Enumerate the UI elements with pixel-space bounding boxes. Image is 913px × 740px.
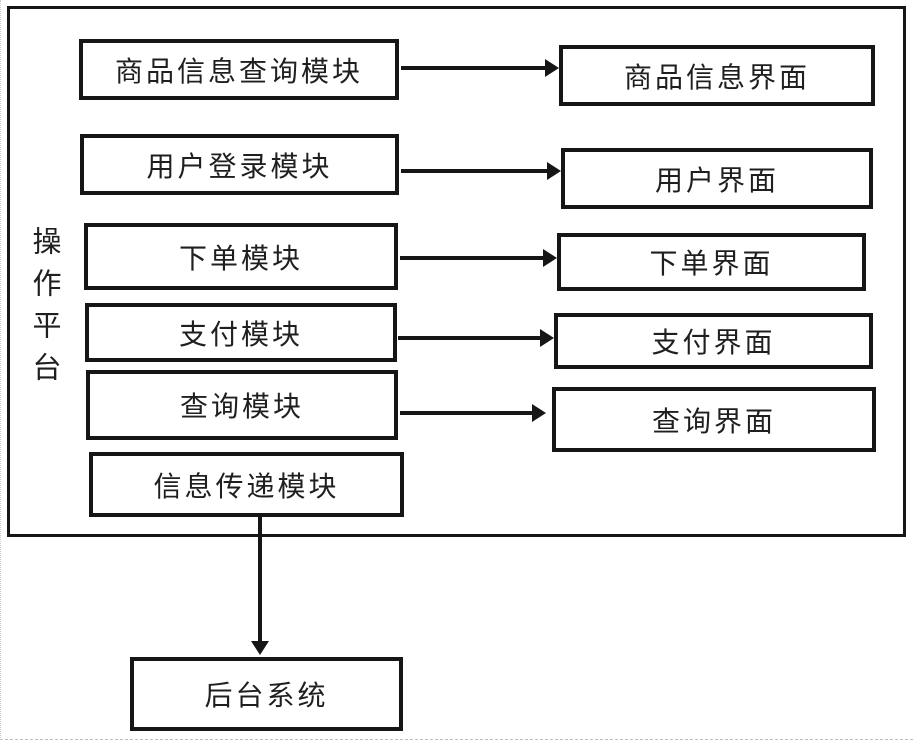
module-box-query: 查询模块 [86, 370, 398, 440]
interface-label-order: 下单界面 [649, 249, 774, 280]
interface-box-product-info: 商品信息界面 [559, 45, 875, 106]
module-box-payment: 支付模块 [85, 303, 397, 362]
module-box-place-order: 下单模块 [84, 223, 398, 290]
module-box-info-transfer: 信息传递模块 [89, 452, 404, 517]
arrow-payment-to-interface [398, 329, 554, 347]
module-box-product-info-query: 商品信息查询模块 [79, 39, 399, 100]
interface-box-order: 下单界面 [557, 233, 866, 291]
interface-box-query: 查询界面 [552, 387, 876, 452]
module-label-info-transfer: 信息传递模块 [153, 471, 340, 503]
interface-box-payment: 支付界面 [554, 313, 873, 369]
arrow-product-info-query-to-interface [401, 59, 559, 77]
arrow-info-transfer-to-backend [251, 517, 269, 655]
arrow-query-to-interface [400, 404, 546, 422]
module-label-query: 查询模块 [179, 392, 304, 423]
backend-system-box: 后台系统 [130, 657, 403, 731]
arrow-user-login-to-interface [401, 162, 561, 180]
interface-label-payment: 支付界面 [651, 328, 776, 359]
operating-platform-container [7, 6, 906, 537]
module-label-place-order: 下单模块 [178, 243, 303, 275]
module-box-user-login: 用户登录模块 [80, 134, 399, 195]
interface-label-user: 用户界面 [654, 165, 779, 197]
interface-label-product-info: 商品信息界面 [623, 62, 810, 94]
backend-system-label: 后台系统 [204, 681, 329, 712]
interface-label-query: 查询界面 [651, 406, 776, 438]
interface-box-user: 用户界面 [561, 148, 873, 209]
arrow-place-order-to-interface [400, 249, 557, 267]
module-label-payment: 支付模块 [178, 319, 303, 351]
operating-platform-label: 操作平台 [28, 226, 60, 394]
module-label-user-login: 用户登录模块 [146, 151, 333, 183]
module-label-product-info-query: 商品信息查询模块 [114, 56, 363, 88]
